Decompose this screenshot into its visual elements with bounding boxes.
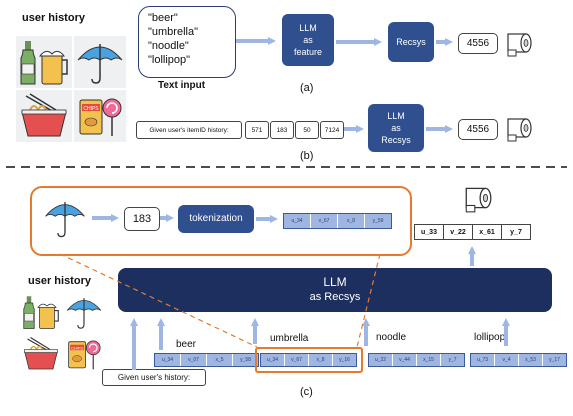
tokenization-box: tokenization [178, 205, 254, 233]
history-label-c: Given user's history: [102, 369, 206, 386]
token: u_22 [369, 354, 393, 366]
text-input-item: "umbrella" [148, 26, 198, 38]
token: y_16 [333, 354, 356, 366]
llm-subtitle: as Recsys [309, 291, 361, 303]
token: x_15 [417, 354, 441, 366]
item-id-box: 571 [245, 121, 269, 139]
zoom-token-group: u_34 v_67 x_8 y_59 [283, 213, 392, 229]
token: x_5 [207, 354, 233, 366]
chips-lollipop-icon: CHIPS [68, 340, 101, 370]
output-token: u_33 [415, 225, 444, 239]
token: u_73 [471, 354, 495, 366]
umbrella-icon [66, 298, 102, 329]
toilet-paper-icon [507, 118, 532, 142]
token: y_7 [441, 354, 464, 366]
token: x_8 [309, 354, 333, 366]
item-label-lollipop: lollipop [474, 332, 506, 343]
text-input-item: "beer" [148, 12, 178, 24]
text-input-item: "lollipop" [148, 54, 191, 66]
token: v_4 [495, 354, 519, 366]
chips-lollipop-icon: CHIPS [74, 90, 126, 142]
token: x_8 [338, 214, 365, 228]
svg-text:CHIPS: CHIPS [83, 106, 99, 112]
panel-label-c: (c) [300, 386, 313, 398]
output-id-box-a: 4556 [458, 33, 498, 54]
item-label-beer: beer [176, 339, 197, 350]
item-token-group: u_73 v_4 x_53 y_17 [470, 353, 567, 367]
token: v_67 [311, 214, 338, 228]
llm-as-feature-box: LLM as feature [282, 14, 334, 66]
llm-as-recsys-box-b: LLM as Recsys [368, 104, 424, 152]
item-label-noodle: noodle [376, 332, 407, 343]
output-id-box-b: 4556 [458, 119, 498, 140]
token: v_07 [181, 354, 207, 366]
toilet-paper-icon [465, 187, 492, 213]
panel-label-a: (a) [300, 82, 314, 94]
zoom-id-box: 183 [124, 207, 160, 231]
text-input-box [138, 6, 236, 78]
recsys-box: Recsys [388, 22, 434, 62]
umbrella-icon [45, 202, 85, 238]
token: y_17 [543, 354, 566, 366]
panel-label-b: (b) [300, 150, 314, 162]
umbrella-highlight [255, 347, 363, 373]
output-token: y_7 [510, 228, 522, 236]
token: v_67 [285, 354, 309, 366]
beer-icon [23, 296, 59, 329]
user-history-label-bottom: user history [28, 275, 91, 287]
svg-text:CHIPS: CHIPS [71, 346, 83, 350]
token: u_34 [155, 354, 181, 366]
token: x_53 [519, 354, 543, 366]
output-token: v_22 [444, 225, 473, 239]
item-id-box: 50 [295, 121, 319, 139]
umbrella-icon [74, 36, 126, 88]
noodle-icon [24, 337, 58, 370]
token: u_34 [284, 214, 311, 228]
token: v_44 [393, 354, 417, 366]
llm-title: LLM [323, 275, 347, 289]
token: u_34 [261, 354, 285, 366]
item-label-umbrella: umbrella [270, 333, 309, 344]
item-token-group: u_34 v_67 x_8 y_16 [260, 353, 357, 367]
user-history-label-top: user history [22, 12, 85, 24]
text-input-item: "noodle" [148, 40, 189, 52]
item-id-box: 183 [270, 121, 294, 139]
beer-icon [16, 36, 72, 88]
llm-as-recsys-bar: LLM as Recsys [118, 268, 552, 312]
noodle-icon [16, 90, 72, 142]
text-input-label: Text input [158, 80, 206, 91]
token: y_58 [233, 354, 258, 366]
item-token-group: u_22 v_44 x_15 y_7 [368, 353, 465, 367]
output-token: x_61 [473, 225, 502, 239]
output-token-group: u_33 v_22 x_61 y_7 [414, 224, 531, 240]
item-token-group: u_34 v_07 x_5 y_58 [154, 353, 259, 367]
toilet-paper-icon [507, 33, 532, 57]
token: y_59 [365, 214, 391, 228]
item-id-box: 7124 [320, 121, 344, 139]
history-label-b: Given user's itemID history: [136, 121, 242, 139]
